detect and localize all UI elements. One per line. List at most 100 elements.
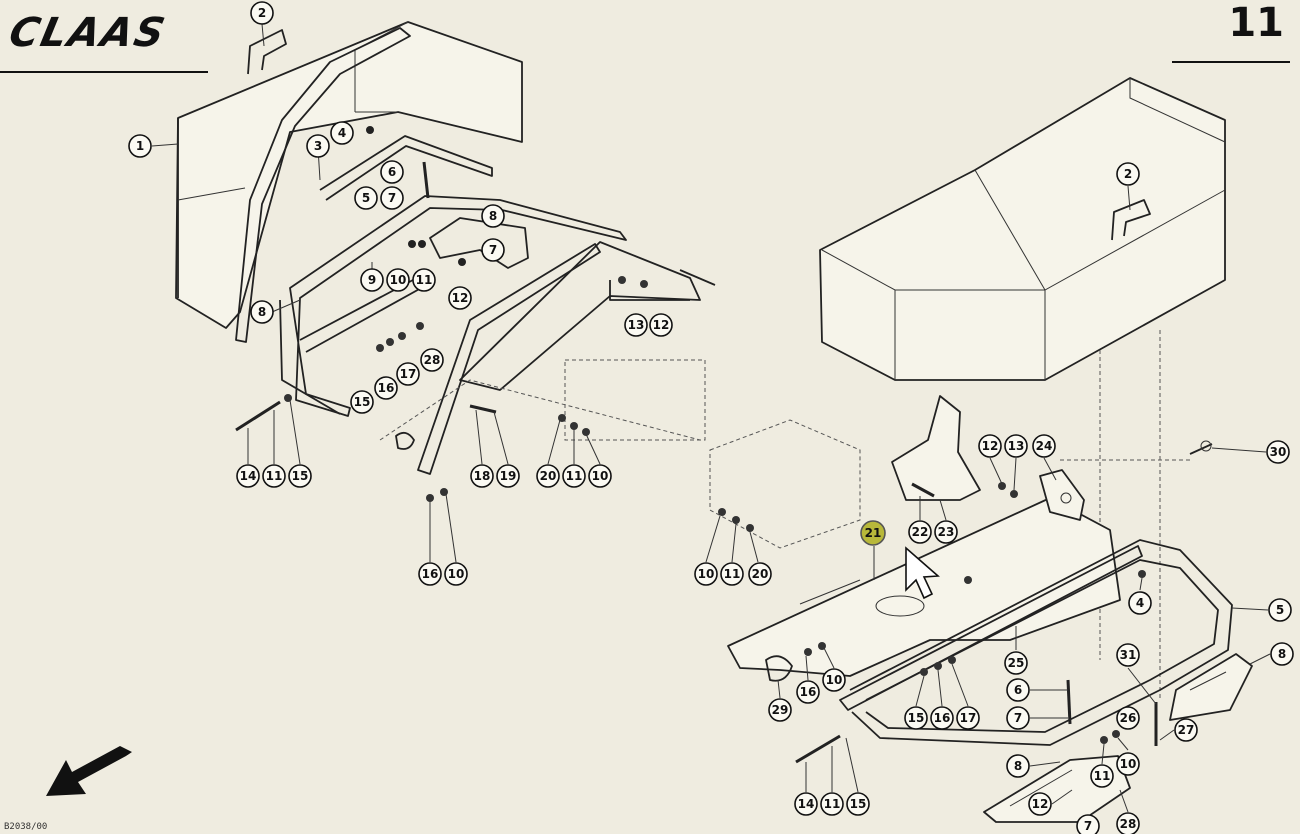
callout-11b: 11 [262, 464, 286, 488]
svg-text:12: 12 [653, 318, 670, 332]
svg-text:10: 10 [390, 273, 407, 287]
svg-text:15: 15 [850, 797, 867, 811]
callout-9: 9 [360, 268, 384, 292]
left-assembly [151, 21, 716, 563]
svg-text:15: 15 [354, 395, 371, 409]
svg-text:29: 29 [772, 703, 789, 717]
svg-text:20: 20 [752, 567, 769, 581]
callout-r15: 15 [904, 706, 928, 730]
callout-3: 3 [306, 134, 330, 158]
svg-text:10: 10 [826, 673, 843, 687]
callout-r26: 26 [1116, 706, 1140, 730]
callout-r10: 10 [694, 562, 718, 586]
callout-r6: 6 [1006, 678, 1030, 702]
reference-code: B2038/00 [4, 822, 48, 832]
svg-text:9: 9 [368, 273, 376, 287]
callout-r14: 14 [794, 792, 818, 816]
svg-text:16: 16 [378, 381, 395, 395]
svg-text:16: 16 [422, 567, 439, 581]
callout-r29: 29 [768, 698, 792, 722]
callout-r30: 30 [1266, 440, 1290, 464]
svg-text:16: 16 [934, 711, 951, 725]
svg-text:12: 12 [1032, 797, 1049, 811]
callout-4: 4 [330, 121, 354, 145]
svg-text:5: 5 [362, 191, 370, 205]
svg-text:3: 3 [314, 139, 322, 153]
svg-text:8: 8 [1014, 759, 1022, 773]
callout-14: 14 [236, 464, 260, 488]
callout-r28: 28 [1116, 812, 1140, 834]
callout-r25: 25 [1004, 651, 1028, 675]
svg-text:11: 11 [1094, 769, 1111, 783]
callout-8b: 8 [250, 300, 274, 324]
svg-text:11: 11 [824, 797, 841, 811]
callout-7b: 7 [481, 238, 505, 262]
callout-7: 7 [380, 186, 404, 210]
svg-text:7: 7 [1014, 711, 1022, 725]
callout-2: 2 [250, 1, 274, 25]
callout-18: 18 [470, 464, 494, 488]
svg-text:16: 16 [800, 685, 817, 699]
callout-r23: 23 [934, 520, 958, 544]
callout-r5: 5 [1268, 598, 1292, 622]
callout-13: 13 [624, 313, 648, 337]
callout-r13: 13 [1004, 434, 1028, 458]
svg-text:14: 14 [240, 469, 257, 483]
svg-text:10: 10 [1120, 757, 1137, 771]
svg-text:11: 11 [566, 469, 583, 483]
svg-text:8: 8 [258, 305, 266, 319]
callout-19: 19 [496, 464, 520, 488]
callout-r15b: 15 [846, 792, 870, 816]
svg-text:2: 2 [1124, 167, 1132, 181]
svg-text:11: 11 [724, 567, 741, 581]
callout-r12: 12 [978, 434, 1002, 458]
svg-text:7: 7 [1084, 819, 1092, 833]
svg-text:19: 19 [500, 469, 517, 483]
svg-text:10: 10 [698, 567, 715, 581]
callout-8: 8 [481, 204, 505, 228]
callout-r12b: 12 [1028, 792, 1052, 816]
callout-r8b: 8 [1006, 754, 1030, 778]
callout-r31: 31 [1116, 643, 1140, 667]
svg-text:12: 12 [982, 439, 999, 453]
svg-text:1: 1 [136, 139, 144, 153]
callout-r22: 22 [908, 520, 932, 544]
svg-text:28: 28 [1120, 817, 1137, 831]
callout-r7b: 7 [1076, 814, 1100, 834]
svg-text:15: 15 [908, 711, 925, 725]
svg-text:11: 11 [416, 273, 433, 287]
svg-text:6: 6 [388, 165, 396, 179]
callout-r21: 21 [860, 520, 886, 546]
callout-15b: 15 [288, 464, 312, 488]
svg-text:22: 22 [912, 525, 929, 539]
callout-r27: 27 [1174, 718, 1198, 742]
svg-text:17: 17 [400, 367, 417, 381]
svg-text:17: 17 [960, 711, 977, 725]
callout-11c: 11 [562, 464, 586, 488]
arrow-down-left-icon [46, 746, 132, 796]
svg-text:23: 23 [938, 525, 955, 539]
svg-text:5: 5 [1276, 603, 1284, 617]
callout-r11c: 11 [820, 792, 844, 816]
svg-text:13: 13 [1008, 439, 1025, 453]
svg-text:13: 13 [628, 318, 645, 332]
svg-text:20: 20 [540, 469, 557, 483]
callout-r16b: 16 [930, 706, 954, 730]
callout-r4: 4 [1128, 591, 1152, 615]
callout-r11b: 11 [1090, 764, 1114, 788]
svg-text:30: 30 [1270, 445, 1287, 459]
callout-r20: 20 [748, 562, 772, 586]
callout-12: 12 [448, 286, 472, 310]
callout-r2: 2 [1116, 162, 1140, 186]
svg-text:15: 15 [292, 469, 309, 483]
callout-r11: 11 [720, 562, 744, 586]
svg-text:4: 4 [338, 126, 346, 140]
callout-15: 15 [350, 390, 374, 414]
page-number: 11 [1228, 0, 1284, 46]
svg-text:2: 2 [258, 6, 266, 20]
callout-28: 28 [420, 348, 444, 372]
callout-r10b: 10 [822, 668, 846, 692]
svg-text:25: 25 [1008, 656, 1025, 670]
svg-text:7: 7 [489, 243, 497, 257]
